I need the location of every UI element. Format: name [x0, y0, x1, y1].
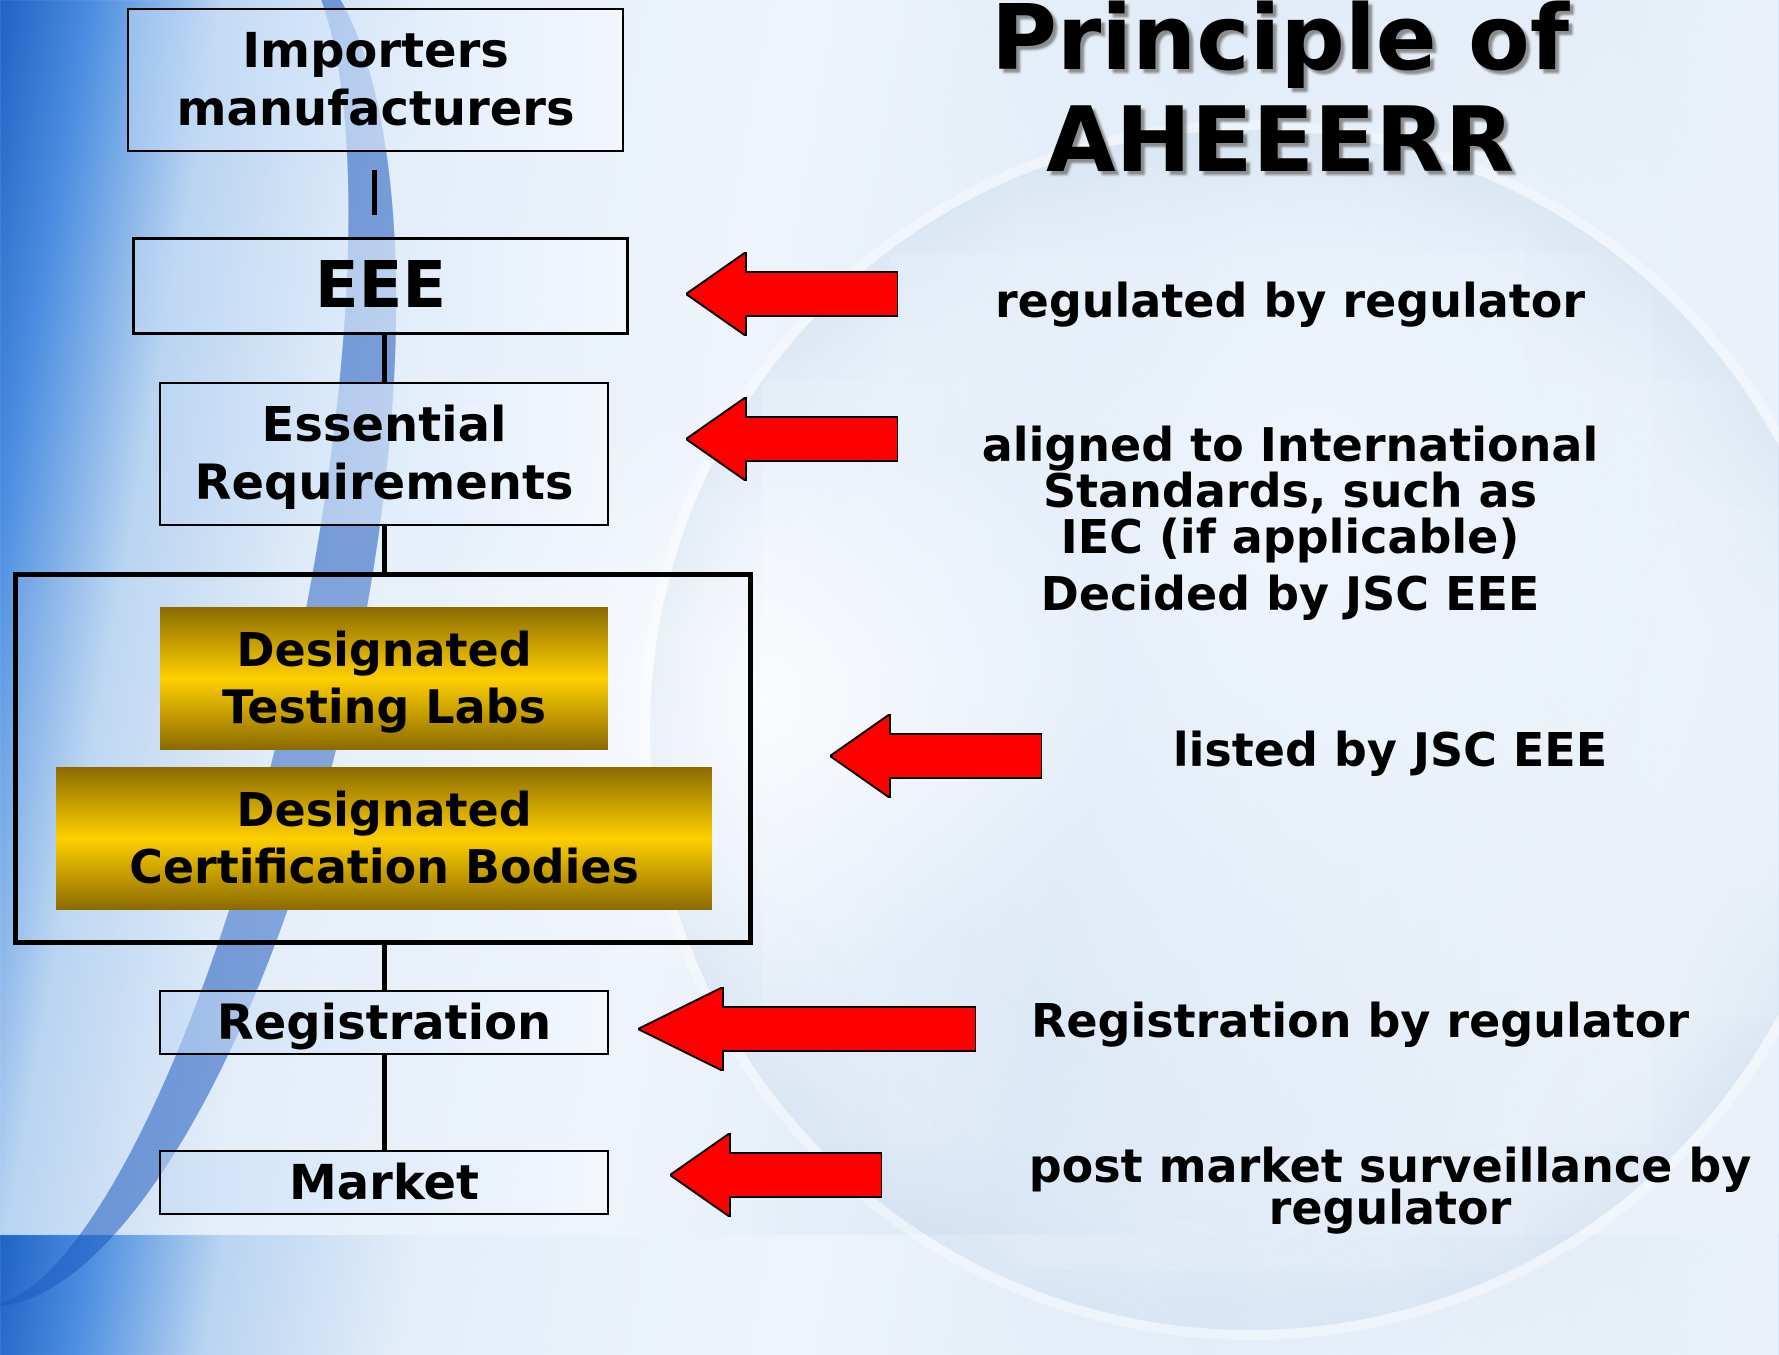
arrow-left-icon — [686, 252, 898, 336]
market-box: Market — [159, 1150, 609, 1215]
market-label: Market — [289, 1154, 479, 1211]
note-aligned-line3: IEC (if applicable) — [1060, 510, 1520, 564]
arrow-left-icon — [670, 1133, 882, 1217]
designated-testing-labs-label: Designated Testing Labs — [222, 622, 546, 734]
importers-manufacturers-box: Importers manufacturers — [127, 8, 624, 152]
connector-essential-frame — [382, 525, 387, 573]
arrow-left-icon — [830, 714, 1042, 798]
note-regulated: regulated by regulator — [994, 274, 1586, 328]
eee-label: EEE — [314, 249, 447, 323]
note-post-market-line2: regulator — [1268, 1181, 1512, 1235]
registration-label: Registration — [216, 994, 552, 1051]
essential-requirements-box: Essential Requirements — [159, 382, 609, 526]
importers-manufacturers-label: Importers manufacturers — [176, 23, 575, 137]
note-decided: Decided by JSC EEE — [1040, 567, 1540, 621]
note-aligned-line2: Standards, such as — [1043, 464, 1537, 518]
registration-box: Registration — [159, 990, 609, 1055]
eee-box: EEE — [132, 237, 629, 335]
connector-registration-market — [382, 1053, 387, 1150]
designated-certification-bodies-box: Designated Certification Bodies — [56, 767, 712, 910]
designated-certification-bodies-label: Designated Certification Bodies — [129, 782, 639, 894]
arrow-left-icon — [638, 987, 976, 1071]
note-post-market-line1: post market surveillance by — [1028, 1139, 1752, 1193]
connector-eee-essential — [382, 332, 387, 382]
slide-title: Principle of AHEEERR — [990, 0, 1570, 193]
essential-requirements-label: Essential Requirements — [194, 397, 574, 511]
note-registration: Registration by regulator — [1030, 994, 1690, 1048]
connector-importers-eee — [372, 170, 377, 215]
connector-frame-registration — [382, 940, 387, 992]
arrow-left-icon — [686, 397, 898, 481]
note-aligned-line1: aligned to International — [981, 418, 1599, 472]
designated-testing-labs-box: Designated Testing Labs — [160, 607, 608, 750]
note-listed: listed by JSC EEE — [1172, 723, 1608, 777]
